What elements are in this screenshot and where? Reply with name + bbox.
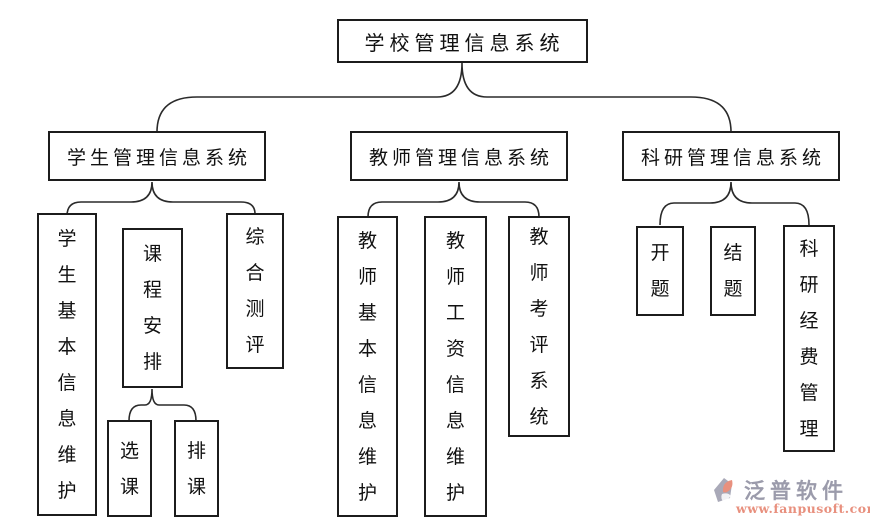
node-student-system-label: 学生管理信息系统 xyxy=(66,146,251,169)
node-teacher-salary-info-label: 教师工资信息维护 xyxy=(445,229,465,504)
node-student-basic-info-label: 学生基本信息维护 xyxy=(57,227,77,502)
connector-research-brace xyxy=(659,181,810,226)
node-course-arrangement-label: 排课 xyxy=(186,439,206,498)
node-teacher-evaluation-label: 教师考评系统 xyxy=(529,225,549,428)
node-course-arrangement: 排课 xyxy=(174,420,219,517)
node-teacher-basic-info-label: 教师基本信息维护 xyxy=(357,229,377,504)
node-research-funds: 科研经费管理 xyxy=(783,225,835,452)
node-student-basic-info: 学生基本信息维护 xyxy=(37,213,97,516)
node-topic-conclusion: 结题 xyxy=(710,226,756,316)
node-topic-conclusion-label: 结题 xyxy=(723,242,743,300)
node-teacher-system: 教师管理信息系统 xyxy=(350,131,568,181)
node-topic-opening: 开题 xyxy=(636,226,684,316)
node-root: 学校管理信息系统 xyxy=(337,19,588,63)
watermark: 泛普软件 www.fanpusoft.com xyxy=(710,475,870,523)
node-root-label: 学校管理信息系统 xyxy=(364,30,565,55)
connector-teacher-brace xyxy=(367,181,540,218)
node-course-selection: 选课 xyxy=(107,420,152,517)
node-student-system: 学生管理信息系统 xyxy=(48,131,266,181)
node-teacher-system-label: 教师管理信息系统 xyxy=(368,146,553,169)
node-research-system: 科研管理信息系统 xyxy=(622,131,840,181)
node-teacher-salary-info: 教师工资信息维护 xyxy=(424,216,487,517)
node-comprehensive-evaluation: 综合测评 xyxy=(226,213,284,369)
node-research-system-label: 科研管理信息系统 xyxy=(640,146,825,169)
connector-course-brace xyxy=(128,388,197,422)
node-research-funds-label: 科研经费管理 xyxy=(799,237,819,440)
node-course-selection-label: 选课 xyxy=(119,439,139,498)
connector-student-brace xyxy=(66,181,256,217)
watermark-brand: 泛普软件 xyxy=(744,479,848,503)
node-course-scheduling-label: 课程安排 xyxy=(142,243,162,373)
node-comprehensive-evaluation-label: 综合测评 xyxy=(245,226,265,356)
node-teacher-evaluation: 教师考评系统 xyxy=(508,216,570,437)
node-course-scheduling: 课程安排 xyxy=(122,228,183,388)
fanpu-logo-icon xyxy=(714,478,733,503)
node-topic-opening-label: 开题 xyxy=(650,242,670,300)
node-teacher-basic-info: 教师基本信息维护 xyxy=(337,216,398,517)
watermark-url: www.fanpusoft.com xyxy=(736,501,870,516)
connector-root-to-branches xyxy=(156,62,732,133)
